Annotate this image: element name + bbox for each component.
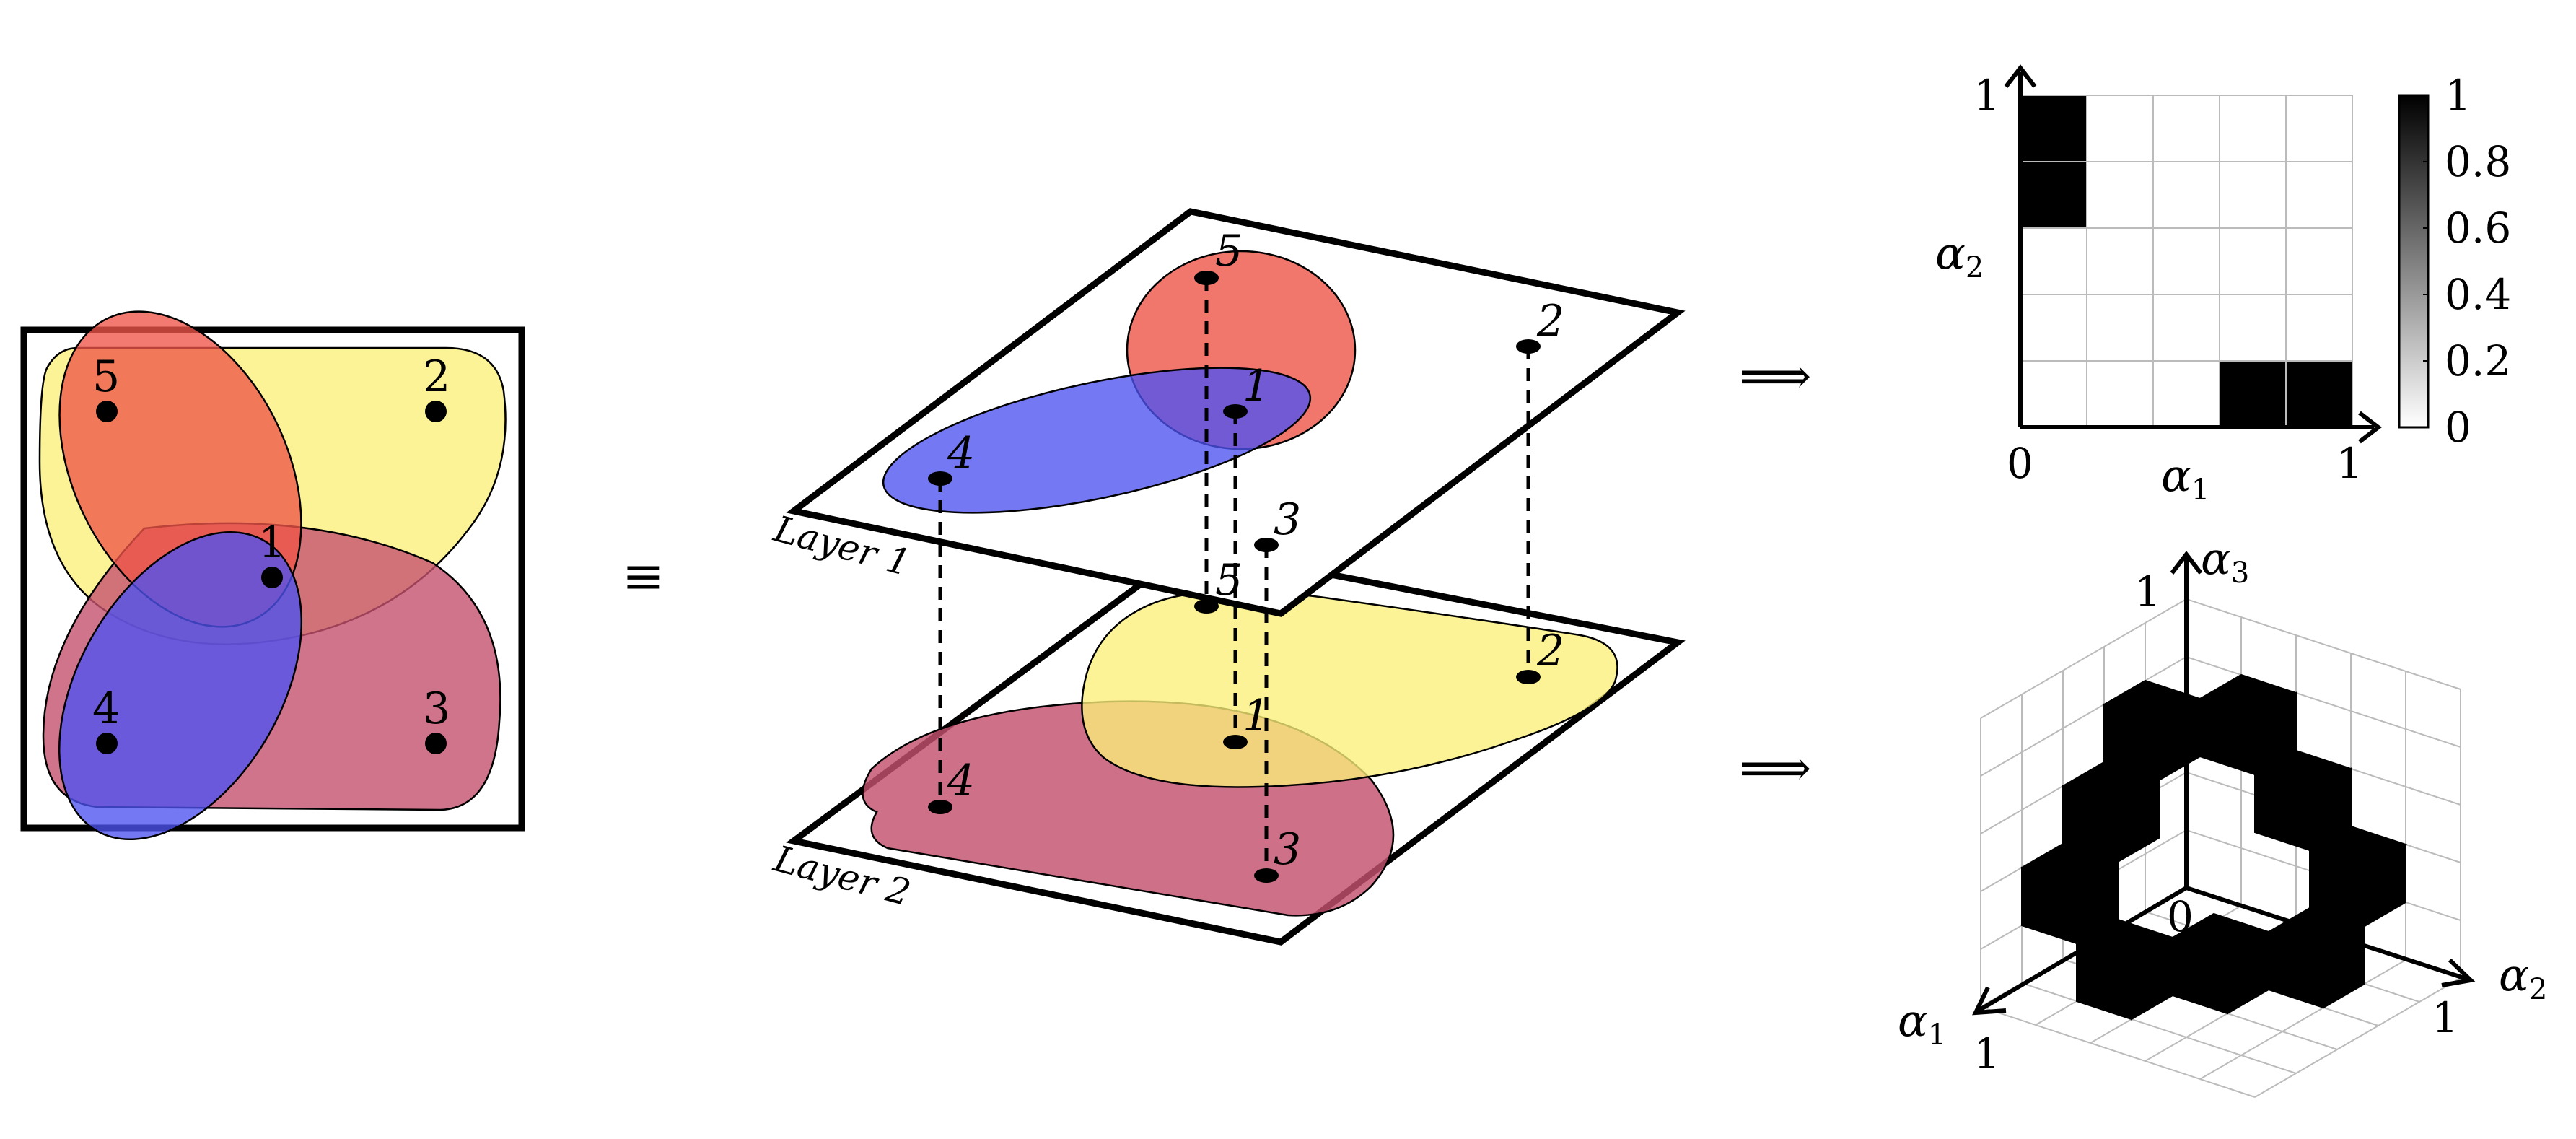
node-1-label: 1 xyxy=(258,518,286,568)
voxel-cube-face xyxy=(2131,936,2173,1021)
layer-1-node-2-label: 2 xyxy=(1536,296,1564,346)
voxel-floor-grid-line xyxy=(2254,977,2461,1098)
layer-2-node-1-label: 1 xyxy=(1243,691,1270,741)
voxel-alpha3-tick: 1 xyxy=(2134,567,2161,616)
equivalence-symbol: ≡ xyxy=(622,546,665,606)
colorbar-tick-label: 0.8 xyxy=(2445,137,2511,186)
heatmap-x-arrow-icon xyxy=(2358,411,2382,444)
heatmap-y-arrow-icon xyxy=(2004,64,2037,88)
layer-2-node-3-label: 3 xyxy=(1274,824,1301,875)
layer-1-node-4-dot xyxy=(928,471,952,486)
voxel-alpha1-tick: 1 xyxy=(1973,1029,2000,1078)
layer-2-node-4-label: 4 xyxy=(947,756,975,806)
voxel-plot-3d: 0 1 1 1 α3 α2 α1 xyxy=(1898,532,2547,1098)
layer-1-node-1-dot xyxy=(1223,404,1248,419)
layer-2-nodes: 5 1 4 2 3 xyxy=(928,555,1564,883)
layer-1-node-2-dot xyxy=(1516,339,1541,354)
heatmap-x-tick-0: 0 xyxy=(2007,439,2033,488)
layer-2-node-5-label: 5 xyxy=(1215,555,1243,606)
voxel-floor-grid-line xyxy=(2021,982,2297,1074)
layer-2-node-2-label: 2 xyxy=(1536,626,1564,676)
voxel-cube-face xyxy=(2117,779,2160,863)
multilayer-representation: Layer 2 Layer 1 5 1 4 2 3 xyxy=(769,208,1686,946)
node-3-dot xyxy=(425,733,447,754)
heatmap-cell-filled xyxy=(2020,162,2087,228)
heatmap-cells xyxy=(2020,95,2352,427)
colorbar-tick-label: 0.2 xyxy=(2445,336,2511,385)
voxel-alpha2-label: α2 xyxy=(2499,948,2547,1006)
voxel-floor-grid-line xyxy=(2199,959,2406,1080)
layer-1-node-3-label: 3 xyxy=(1274,494,1301,545)
colorbar-tick-label: 0.6 xyxy=(2445,204,2511,253)
layer-1-node-4-label: 4 xyxy=(947,428,975,479)
colorbar-tick-label: 0 xyxy=(2445,403,2471,452)
voxel-axis-alpha3-arrow-icon xyxy=(2170,551,2203,575)
heatmap-cell-filled xyxy=(2020,95,2087,162)
voxel-cubes xyxy=(2020,673,2408,1021)
layer-2-node-5-dot xyxy=(1194,599,1219,614)
layer-1-node-5-dot xyxy=(1194,271,1219,285)
layer-1-node-3-dot xyxy=(1254,538,1279,552)
layer-2-node-2-dot xyxy=(1516,670,1541,684)
layer-1-hyperedge-blue xyxy=(882,367,1312,514)
layer-2-node-3-dot xyxy=(1254,868,1279,883)
voxel-wall-grid-line xyxy=(1980,656,2187,777)
voxel-wall-grid-line xyxy=(2186,656,2461,748)
voxel-floor-grid-line xyxy=(1980,1006,2256,1098)
heatmap-cell-filled xyxy=(2286,361,2352,427)
node-4-label: 4 xyxy=(92,684,120,734)
colorbar-tick-label: 1 xyxy=(2445,71,2471,120)
heatmap-x-label: α1 xyxy=(2161,449,2209,507)
voxel-axis-alpha2 xyxy=(2186,886,2467,981)
voxel-wall-grid-line xyxy=(1980,598,2187,719)
aggregated-hypergraph: 5 2 1 4 3 xyxy=(20,310,525,841)
node-4-dot xyxy=(96,733,118,754)
voxel-origin-label: 0 xyxy=(2167,892,2194,941)
node-2-dot xyxy=(425,401,447,422)
colorbar-ticks: 1 0.8 0.6 0.4 0.2 0 xyxy=(2423,71,2511,452)
heatmap-x-tick-1: 1 xyxy=(2336,439,2363,488)
node-3-label: 3 xyxy=(423,684,450,734)
implies-symbol-top: ⟹ xyxy=(1739,346,1811,406)
voxel-cube-face xyxy=(2158,697,2201,782)
layer-2-node-4-dot xyxy=(928,800,952,814)
heatmap-plot: 0 1 1 α1 α2 1 0.8 0.6 0.4 0.2 0 xyxy=(1935,64,2511,507)
layer-1-node-1-label: 1 xyxy=(1243,361,1270,411)
heatmap-y-tick-1: 1 xyxy=(1973,71,2000,120)
implies-symbol-bottom: ⟹ xyxy=(1739,738,1811,798)
layer-1-nodes: 5 1 4 2 3 xyxy=(928,226,1564,552)
node-2-label: 2 xyxy=(423,352,450,402)
heatmap-cell-filled xyxy=(2220,361,2286,427)
voxel-alpha2-tick: 1 xyxy=(2432,993,2458,1042)
colorbar xyxy=(2398,94,2430,429)
voxel-alpha3-label: α3 xyxy=(2201,532,2249,590)
layer-2-node-1-dot xyxy=(1223,735,1248,749)
colorbar-tick-label: 0.4 xyxy=(2445,270,2511,319)
heatmap-y-label: α2 xyxy=(1935,227,1984,284)
node-5-dot xyxy=(96,401,118,422)
voxel-axis-alpha1-arrow-icon xyxy=(1972,986,2007,1016)
layer-2-plane: Layer 2 xyxy=(769,544,1686,946)
layer-1-node-5-label: 5 xyxy=(1215,226,1243,276)
voxel-axis-alpha2-arrow-icon xyxy=(2441,958,2476,987)
aggregate-frame xyxy=(20,326,525,832)
inter-layer-connectors xyxy=(938,278,1530,876)
voxel-axis-alpha1 xyxy=(1977,886,2188,1013)
voxel-alpha1-label: α1 xyxy=(1898,994,1946,1052)
node-1-dot xyxy=(261,567,283,588)
aggregate-nodes: 5 2 1 4 3 xyxy=(92,352,450,754)
voxel-cube-face xyxy=(2364,843,2406,928)
voxel-cube-face xyxy=(2227,930,2269,1015)
node-5-label: 5 xyxy=(92,352,120,402)
heatmap-grid xyxy=(2020,95,2353,428)
voxel-wall-grid-line xyxy=(2186,598,2461,690)
hyperedge-blue xyxy=(58,531,303,841)
